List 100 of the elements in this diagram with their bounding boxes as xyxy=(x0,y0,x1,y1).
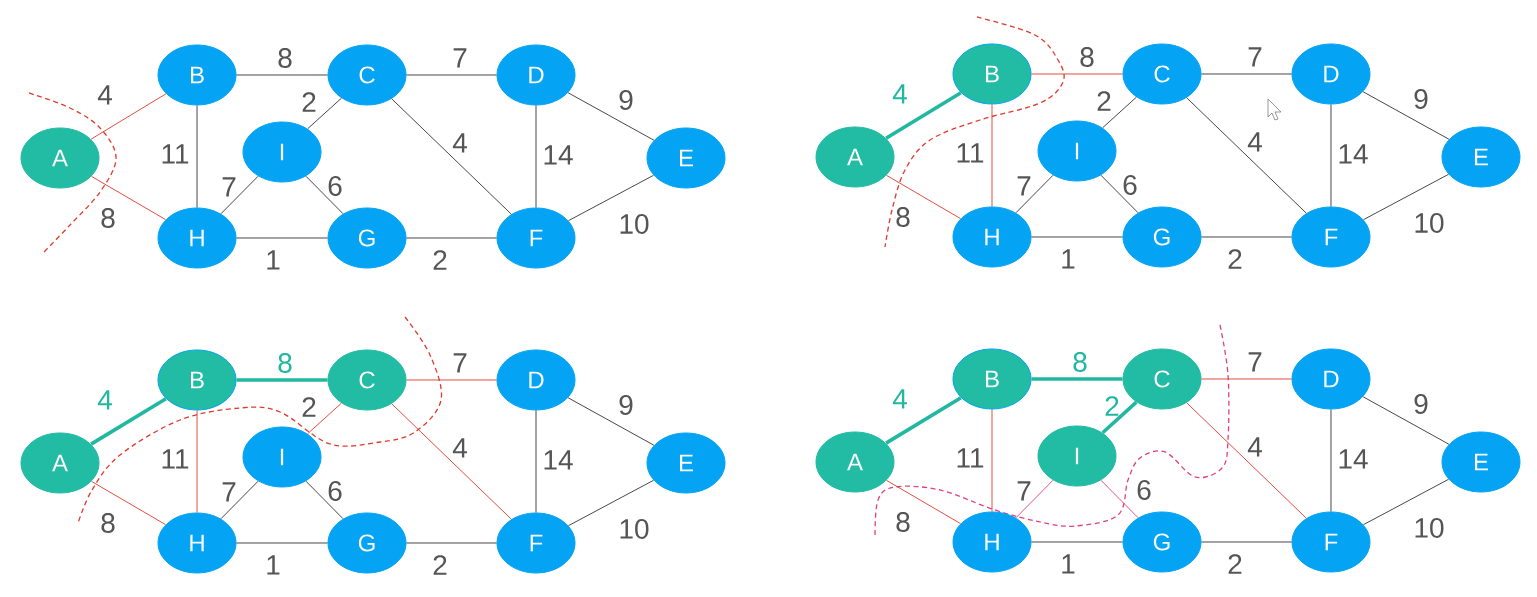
edge-weight: 2 xyxy=(1097,91,1111,111)
edge-line xyxy=(236,237,328,239)
edge-weight: 7 xyxy=(1248,352,1262,372)
edge-line xyxy=(305,480,344,520)
edge-line xyxy=(1186,402,1307,519)
edge-weight: 11 xyxy=(957,143,984,163)
edge-line xyxy=(885,91,962,140)
edge-line xyxy=(1201,541,1292,543)
edge-line xyxy=(391,403,512,520)
edge-line xyxy=(1330,409,1332,512)
edge-weight: 14 xyxy=(544,145,573,165)
edge-weight: 6 xyxy=(328,481,342,501)
edge-weight: 9 xyxy=(1414,394,1428,414)
edge-line xyxy=(91,175,166,221)
edge-weight: 9 xyxy=(619,395,633,415)
edge-line xyxy=(991,409,993,512)
edge-line xyxy=(1031,377,1123,381)
edge-weight: 11 xyxy=(957,448,984,468)
edge-line xyxy=(1100,479,1139,519)
edge-weight: 14 xyxy=(1339,449,1368,469)
edge-weight: 2 xyxy=(1105,396,1119,416)
edge-line xyxy=(196,410,198,513)
edge-weight: 7 xyxy=(453,48,467,68)
edge-line xyxy=(1362,91,1450,140)
edge-weight: 8 xyxy=(896,207,910,227)
edge-weight: 7 xyxy=(222,177,236,197)
edge-weight: 4 xyxy=(892,84,907,104)
edge-line xyxy=(1186,97,1307,214)
edge-weight: 4 xyxy=(1247,437,1262,457)
edge-line xyxy=(568,479,654,527)
edge-weight: 1 xyxy=(1062,554,1075,574)
edge-line xyxy=(220,175,259,215)
edge-weight: 7 xyxy=(222,482,236,502)
edge-line xyxy=(1101,400,1138,435)
edge-weight: 2 xyxy=(1228,554,1242,574)
edge-weight: 10 xyxy=(620,214,649,234)
edge-weight: 6 xyxy=(1137,480,1151,500)
edge-line xyxy=(406,237,497,239)
edge-line xyxy=(1363,478,1449,526)
edge-line xyxy=(1031,73,1123,75)
edge-weight: 4 xyxy=(1247,132,1262,152)
edge-line xyxy=(307,402,342,435)
edge-weight: 2 xyxy=(1228,249,1242,269)
edge-weight: 4 xyxy=(97,85,112,105)
edge-weight: 2 xyxy=(302,397,316,417)
edge-weight: 2 xyxy=(433,555,447,575)
edge-line xyxy=(90,397,167,446)
edge-line xyxy=(1031,541,1123,543)
edge-line xyxy=(196,105,198,208)
edge-line xyxy=(220,480,259,520)
edge-line xyxy=(1102,96,1137,129)
edge-weight: 7 xyxy=(1248,47,1262,67)
edge-weight: 6 xyxy=(328,176,342,196)
edge-weight: 4 xyxy=(97,390,112,410)
edge-line xyxy=(567,92,655,141)
edge-weight: 8 xyxy=(278,48,292,68)
edge-weight: 2 xyxy=(433,250,447,270)
edge-weight: 4 xyxy=(452,133,467,153)
edge-weight: 10 xyxy=(620,519,649,539)
edge-line xyxy=(886,174,961,220)
edge-line xyxy=(1201,236,1292,238)
edge-line xyxy=(391,98,512,215)
edge-line xyxy=(568,174,654,222)
edge-line xyxy=(236,378,328,382)
edge-weight: 8 xyxy=(278,353,292,373)
edge-weight: 9 xyxy=(619,90,633,110)
edge-line xyxy=(1201,73,1292,75)
edge-line xyxy=(307,97,342,130)
edge-weight: 7 xyxy=(1017,176,1031,196)
edge-line xyxy=(1031,236,1123,238)
edge-line xyxy=(236,542,328,544)
edge-weight: 4 xyxy=(892,389,907,409)
edge-weight: 1 xyxy=(267,250,280,270)
edge-line xyxy=(1362,396,1450,445)
edge-line xyxy=(305,175,344,215)
edge-line xyxy=(236,74,328,76)
edge-weight: 10 xyxy=(1415,518,1444,538)
edge-weight: 8 xyxy=(101,208,115,228)
edge-line xyxy=(91,480,166,526)
edge-line xyxy=(406,74,497,76)
edge-line xyxy=(886,479,961,525)
edge-line xyxy=(567,397,655,446)
edge-line xyxy=(1100,174,1139,214)
edge-weight: 4 xyxy=(452,438,467,458)
edge-line xyxy=(1363,173,1449,221)
edge-weight: 14 xyxy=(544,450,573,470)
edge-line xyxy=(90,93,167,140)
edge-weight: 14 xyxy=(1339,144,1368,164)
edge-line xyxy=(535,410,537,513)
edge-line xyxy=(1201,378,1292,380)
edge-weight: 7 xyxy=(453,353,467,373)
edge-weight: 9 xyxy=(1414,89,1428,109)
edge-weight: 11 xyxy=(162,449,189,469)
edge-weight: 1 xyxy=(1062,249,1075,269)
edge-line xyxy=(406,379,497,381)
edge-line xyxy=(1015,174,1054,214)
edge-weight: 8 xyxy=(1080,47,1094,67)
edge-line xyxy=(535,105,537,208)
edge-line xyxy=(1330,104,1332,207)
edge-weight: 6 xyxy=(1123,175,1137,195)
